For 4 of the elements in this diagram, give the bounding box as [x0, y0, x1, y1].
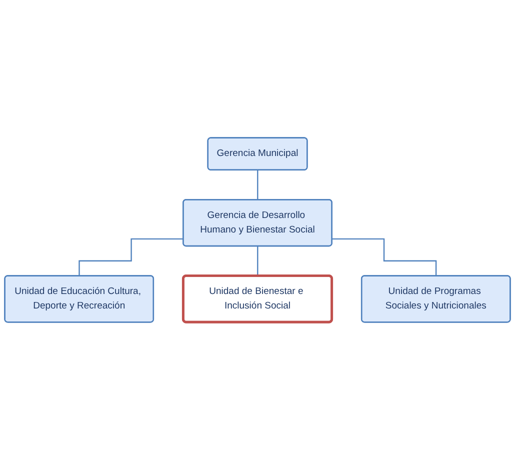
connector [257, 169, 258, 200]
connector [78, 238, 184, 276]
connector [257, 245, 258, 276]
connector [332, 238, 437, 276]
